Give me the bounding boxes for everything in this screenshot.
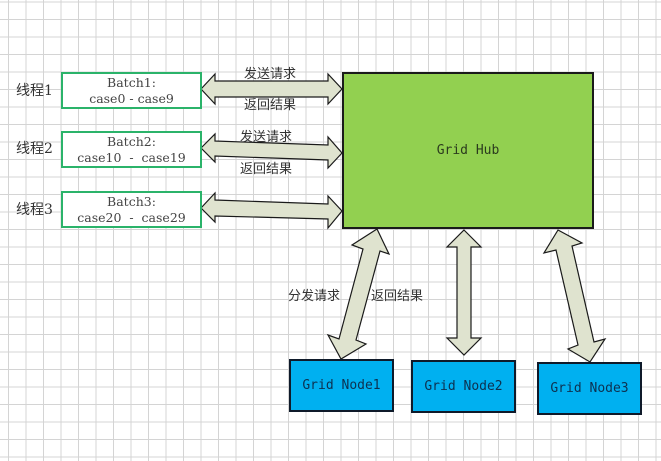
batch-box-1[interactable]: Batch1: case0 - case9 — [61, 72, 202, 109]
return-result-label-2: 返回结果 — [240, 162, 293, 177]
batch-title: Batch1: — [107, 75, 156, 90]
grid-node-label: Grid Node3 — [550, 381, 629, 396]
batch-range: case20 - case29 — [77, 210, 186, 225]
batch-range: case10 - case19 — [77, 150, 186, 165]
arrow-batch3-hub — [200, 191, 343, 230]
batch-box-2[interactable]: Batch2: case10 - case19 — [61, 131, 202, 168]
thread-label-3: 线程3 — [16, 202, 53, 218]
grid-node-label: Grid Node2 — [424, 379, 503, 394]
thread-label-1: 线程1 — [16, 83, 53, 99]
thread-label-2: 线程2 — [16, 141, 53, 157]
send-request-label-2: 发送请求 — [240, 130, 293, 145]
grid-node-1[interactable]: Grid Node1 — [289, 359, 394, 412]
arrow-hub-node2 — [445, 229, 483, 356]
grid-hub[interactable]: Grid Hub — [342, 72, 594, 229]
grid-hub-label: Grid Hub — [436, 143, 500, 158]
return-result-label-3: 返回结果 — [371, 289, 424, 304]
batch-box-3[interactable]: Batch3: case20 - case29 — [61, 191, 202, 228]
grid-node-3[interactable]: Grid Node3 — [537, 362, 642, 415]
arrow-hub-node3 — [542, 229, 607, 363]
grid-node-2[interactable]: Grid Node2 — [411, 360, 516, 413]
batch-range: case0 - case9 — [89, 91, 174, 106]
dispatch-request-label: 分发请求 — [288, 289, 341, 304]
grid-node-label: Grid Node1 — [302, 378, 381, 393]
return-result-label-1: 返回结果 — [244, 98, 297, 113]
send-request-label-1: 发送请求 — [244, 67, 297, 82]
batch-title: Batch3: — [107, 194, 156, 209]
batch-title: Batch2: — [107, 134, 156, 149]
